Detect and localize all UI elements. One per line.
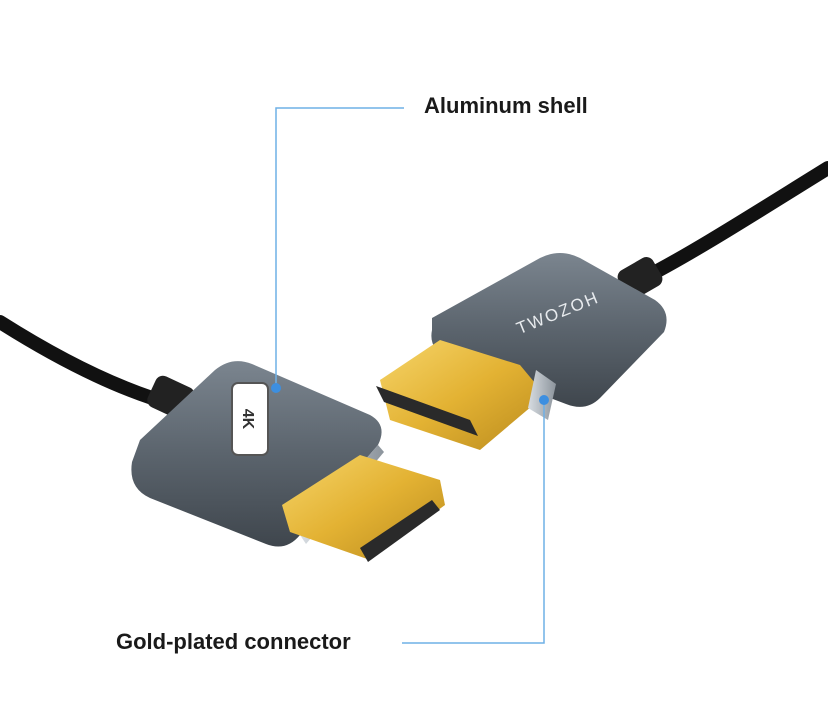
callout-line-connector <box>402 400 545 644</box>
callout-label-gold-plated-connector: Gold-plated connector <box>116 629 351 654</box>
left-hdmi-connector: 4K <box>131 361 445 562</box>
right-hdmi-connector: TWOZOH <box>376 253 667 450</box>
left-cable <box>0 315 182 412</box>
callout-dot-shell <box>271 383 281 393</box>
right-cable <box>633 161 828 287</box>
badge-text: 4K <box>239 409 256 430</box>
callout-line-shell <box>275 107 404 388</box>
4k-uhd-badge: 4K <box>231 382 269 456</box>
callout-label-aluminum-shell: Aluminum shell <box>424 93 588 118</box>
right-gold-plug <box>380 340 545 450</box>
callout-dot-connector <box>539 395 549 405</box>
